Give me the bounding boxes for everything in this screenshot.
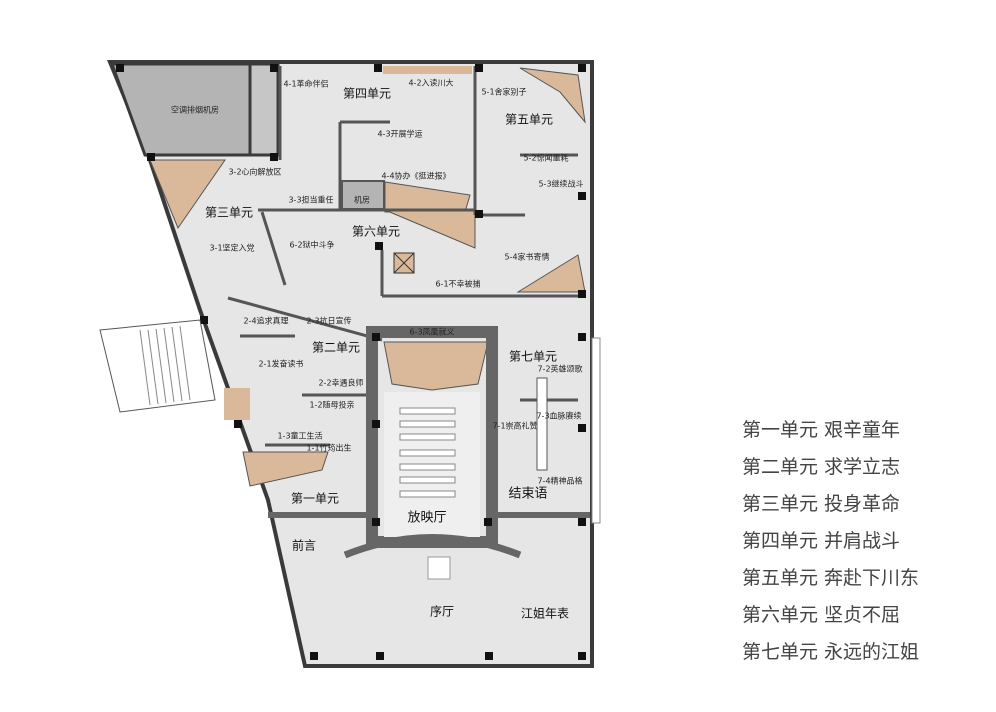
room-preface: 前言 <box>291 538 317 553</box>
ac-side-room <box>248 62 280 157</box>
unit-legend: 第一单元 艰辛童年 第二单元 求学立志 第三单元 投身革命 第四单元 并肩战斗 … <box>742 416 919 675</box>
unit-4-label: 第四单元 <box>342 86 392 101</box>
west-entry <box>99 319 216 413</box>
exhibit-4-2: 4-2入读川大 <box>408 78 454 88</box>
display-6-3 <box>383 341 489 391</box>
unit-7-label: 第七单元 <box>508 349 558 364</box>
exhibit-4-3: 4-3开展学运 <box>377 129 423 139</box>
unit-3-label: 第三单元 <box>204 205 254 220</box>
room-lobby: 序厅 <box>429 604 455 619</box>
exhibit-7-1: 7-1崇高礼赞 <box>492 421 538 431</box>
exhibit-1-1: 1-1竹筠出生 <box>306 443 352 453</box>
exhibit-3-1: 3-1坚定入党 <box>209 243 255 253</box>
legend-item: 第六单元 坚贞不屈 <box>742 604 901 626</box>
stairs <box>139 325 191 406</box>
legend-item: 第一单元 艰辛童年 <box>742 419 901 441</box>
room-chronology: 江姐年表 <box>520 606 570 621</box>
room-cinema: 放映厅 <box>407 510 447 526</box>
display-4-2 <box>383 66 472 74</box>
lobby-center <box>427 556 451 580</box>
interior-walls <box>227 66 578 447</box>
exhibit-2-1: 2-1发奋读书 <box>258 359 304 369</box>
exhibit-3-3: 3-3担当重任 <box>288 195 334 205</box>
display-5-4 <box>516 254 586 293</box>
core-wall <box>366 326 498 548</box>
display-5-1 <box>519 67 586 124</box>
exhibit-4-1: 4-1革命伴侣 <box>283 79 329 89</box>
lobby-curved-wall <box>343 534 522 559</box>
legend-item: 第三单元 投身革命 <box>742 493 901 515</box>
exhibit-3-2: 3-2心向解放区 <box>228 167 282 177</box>
cinema-seats <box>399 407 456 498</box>
exhibit-2-2: 2-2幸遇良师 <box>318 378 364 388</box>
monument-bar <box>536 377 548 471</box>
exhibit-5-3: 5-3继续战斗 <box>538 179 584 189</box>
exhibit-2-3: 2-3抗日宣传 <box>306 316 352 326</box>
exhibit-2-4: 2-4追求真理 <box>243 316 289 326</box>
exhibit-4-4: 4-4协办《挺进报》 <box>381 171 451 181</box>
display-3-2 <box>149 159 226 230</box>
legend-item: 第五单元 奔赴下川东 <box>742 567 920 589</box>
legend-item: 第七单元 永远的江姐 <box>742 641 920 663</box>
room-ac: 空调排烟机房 <box>171 105 219 115</box>
exhibit-7-2: 7-2英雄颂歌 <box>537 364 583 374</box>
unit-6-label: 第六单元 <box>351 224 401 239</box>
exhibit-5-1: 5-1舍家别子 <box>481 87 527 97</box>
display-2-table <box>224 388 250 420</box>
legend-item: 第四单元 并肩战斗 <box>742 530 901 552</box>
exhibit-1-3: 1-3童工生活 <box>277 431 323 441</box>
exhibit-6-2: 6-2狱中斗争 <box>289 240 335 250</box>
columns <box>116 64 586 660</box>
legend-item: 第二单元 求学立志 <box>742 456 901 478</box>
exhibit-5-4: 5-4家书寄情 <box>504 252 550 262</box>
exhibit-6-3: 6-3凤凰就义 <box>409 327 455 337</box>
room-machine: 机房 <box>354 195 370 205</box>
exhibit-5-2: 5-2惊闻噩耗 <box>523 153 569 163</box>
display-1-1 <box>242 451 329 487</box>
exhibit-7-3: 7-3血脉赓续 <box>536 411 582 421</box>
exhibit-6-1: 6-1不幸被捕 <box>435 279 481 289</box>
unit-1-label: 第一单元 <box>290 491 340 506</box>
exhibit-7-4: 7-4精神品格 <box>537 476 583 486</box>
room-epilogue: 结束语 <box>508 486 548 502</box>
unit-2-label: 第二单元 <box>311 340 361 355</box>
unit-5-label: 第五单元 <box>504 112 554 127</box>
exhibit-1-2: 1-2随母投亲 <box>309 400 355 410</box>
east-window <box>591 337 601 524</box>
